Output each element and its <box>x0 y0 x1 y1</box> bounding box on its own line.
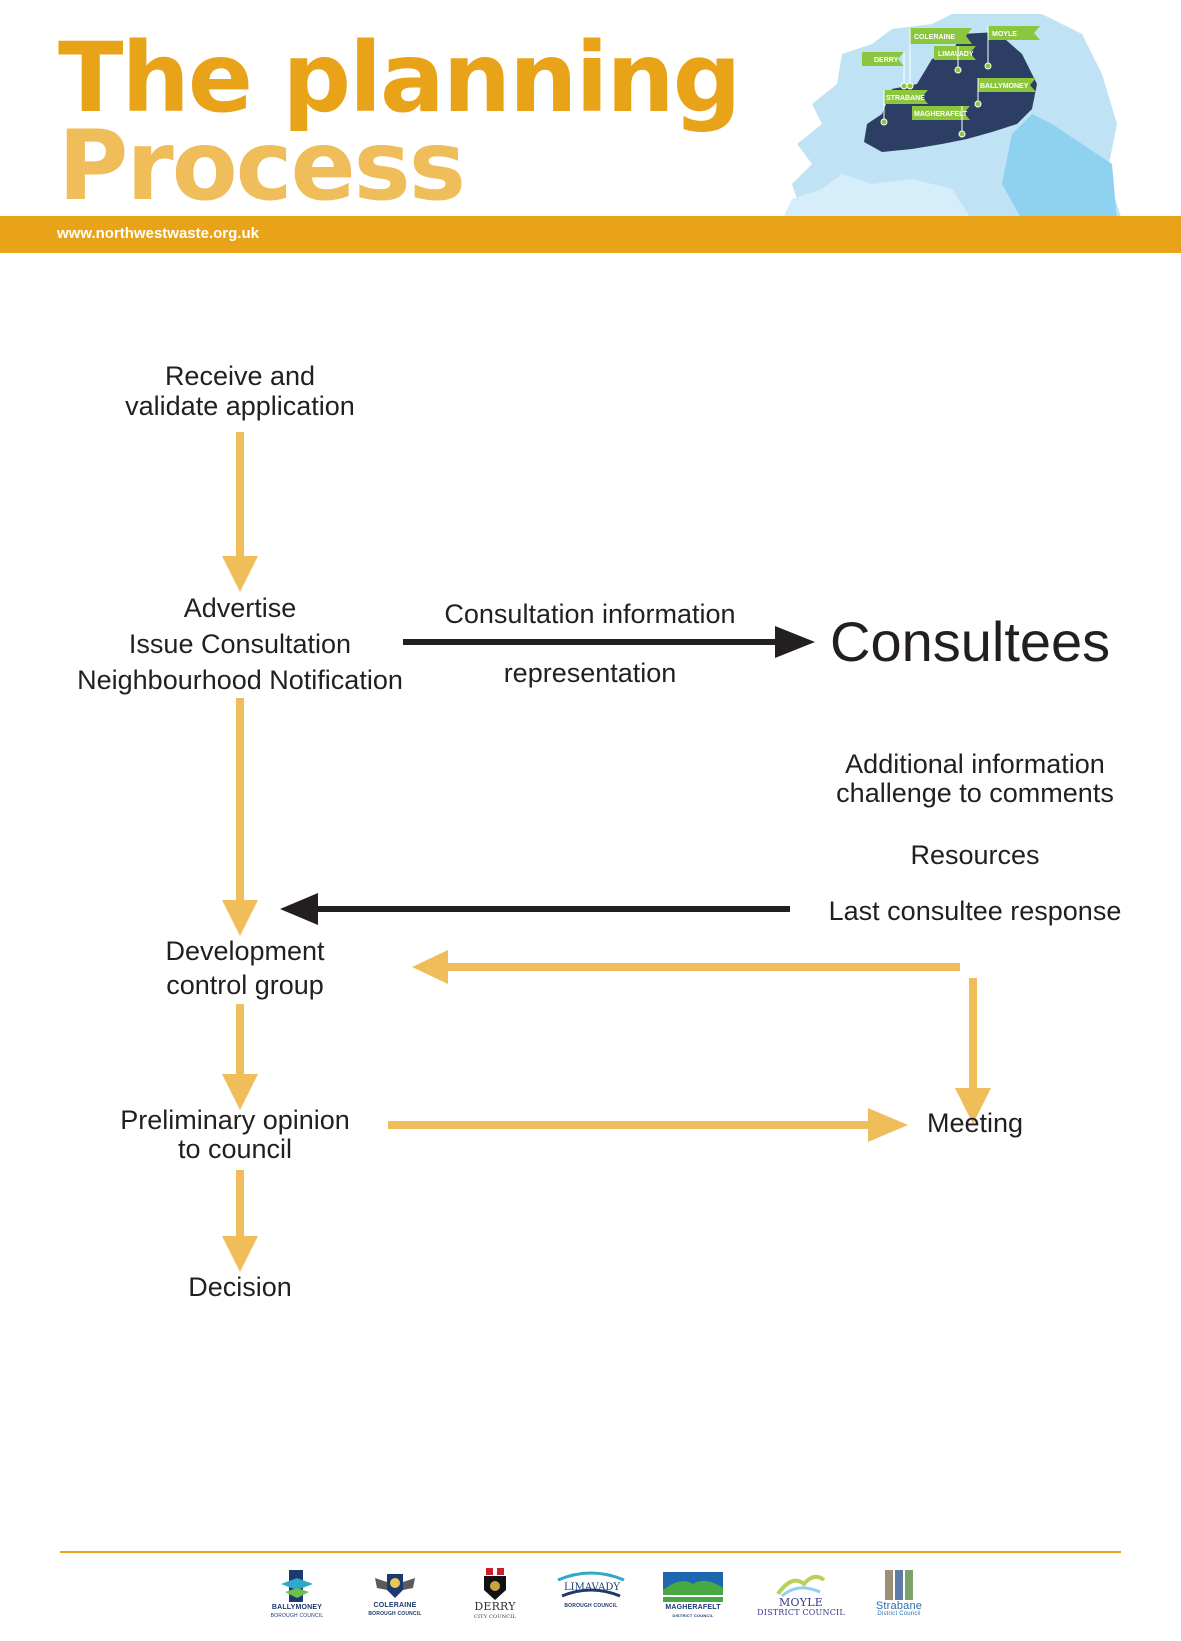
northwest-region-map: COLERAINE MOYLE DERRY LIMAVADY BALLYMONE… <box>782 14 1122 220</box>
node-additional-line-1: Additional information <box>845 749 1105 779</box>
node-additional-information: Additional information challenge to comm… <box>810 750 1140 808</box>
node-prelim-line-1: Preliminary opinion <box>120 1105 350 1135</box>
node-resources: Resources <box>910 840 1040 870</box>
node-consultees: Consultees <box>830 610 1111 673</box>
arrow-prelim-to-meeting <box>388 1108 908 1142</box>
arrow-receive-to-advertise <box>222 432 258 592</box>
map-label-moyle: MOYLE <box>992 31 1017 38</box>
header-banner: www.northwestwaste.org.uk <box>0 216 1181 253</box>
arrow-devgroup-to-prelim <box>222 1004 258 1110</box>
website-url[interactable]: www.northwestwaste.org.uk <box>57 225 259 242</box>
node-advertise-line-1: Advertise <box>183 593 297 623</box>
logo-strabane-name: Strabane <box>875 1600 923 1612</box>
arrow-advertise-to-devgroup <box>222 698 258 936</box>
node-preliminary-opinion: Preliminary opinion to council <box>85 1106 385 1164</box>
map-label-ballymoney: BALLYMONEY <box>980 83 1029 90</box>
logo-moyle: MOYLE DISTRICT COUNCIL <box>756 1568 846 1638</box>
logo-derry-sub: CITY COUNCIL <box>473 1614 517 1620</box>
arrow-prelim-to-decision <box>222 1170 258 1272</box>
logo-coleraine-sub: BOROUGH COUNCIL <box>368 1611 422 1617</box>
map-label-magherafelt: MAGHERAFELT <box>914 111 968 118</box>
logo-ballymoney-name: BALLYMONEY <box>271 1604 323 1611</box>
node-prelim-line-2: to council <box>177 1134 293 1164</box>
logo-moyle-sub: DISTRICT COUNCIL <box>757 1608 845 1617</box>
logo-derry-name: DERRY <box>474 1600 516 1613</box>
logo-moyle-name: MOYLE <box>779 1596 823 1609</box>
node-devgroup-line-2: control group <box>166 970 324 1000</box>
magherafelt-landscape-icon <box>663 1572 723 1602</box>
limavady-wave-icon: LIMAVADY <box>557 1571 625 1598</box>
node-last-consultee-response: Last consultee response <box>828 896 1122 926</box>
node-decision: Decision <box>188 1272 292 1302</box>
logo-limavady: LIMAVADY BOROUGH COUNCIL <box>546 1568 636 1638</box>
map-label-coleraine: COLERAINE <box>914 34 956 41</box>
node-meeting: Meeting <box>926 1108 1024 1138</box>
logo-strabane-sub: District Council <box>877 1611 921 1617</box>
node-advertise: Advertise Issue Consultation Neighbourho… <box>60 590 420 698</box>
arrow-response-to-devgroup <box>280 893 790 925</box>
node-development-control-group: Development control group <box>105 934 385 1002</box>
map-label-limavady: LIMAVADY <box>938 51 974 58</box>
moyle-hills-icon <box>776 1574 826 1598</box>
title-line-2: Process <box>58 110 466 222</box>
title-line-1: The planning <box>58 22 741 134</box>
arrow-meeting-to-devgroup <box>412 950 960 984</box>
arrow-advertise-to-consultees <box>403 626 815 658</box>
logo-limavady-sub: BOROUGH COUNCIL <box>564 1603 618 1609</box>
ballymoney-emblem-icon <box>281 1570 313 1602</box>
node-additional-line-2: challenge to comments <box>836 778 1114 808</box>
map-label-derry: DERRY <box>874 57 899 64</box>
node-devgroup-line-1: Development <box>165 936 325 966</box>
map-label-strabane: STRABANE <box>886 95 925 102</box>
logo-limavady-name: LIMAVADY <box>564 1582 620 1593</box>
logo-magherafelt: MAGHERAFELT DISTRICT COUNCIL <box>648 1568 738 1638</box>
logo-coleraine: COLERAINE BOROUGH COUNCIL <box>350 1568 440 1638</box>
footer-divider <box>60 1551 1121 1553</box>
logo-coleraine-name: COLERAINE <box>373 1602 417 1609</box>
logo-ballymoney: BALLYMONEY BOROUGH COUNCIL <box>252 1568 342 1638</box>
logo-magherafelt-name: MAGHERAFELT <box>665 1604 721 1611</box>
node-advertise-line-2: Issue Consultation <box>128 629 352 659</box>
logo-magherafelt-sub: DISTRICT COUNCIL <box>672 1613 714 1618</box>
logo-derry: DERRY CITY COUNCIL <box>450 1568 540 1638</box>
arrow-response-to-meeting <box>955 978 991 1124</box>
node-advertise-line-3: Neighbourhood Notification <box>77 665 403 695</box>
derry-crest-icon <box>484 1568 506 1600</box>
logo-strabane: Strabane District Council <box>854 1568 944 1638</box>
node-receive-line-2: validate application <box>125 391 355 421</box>
strabane-emblem-icon <box>885 1570 913 1600</box>
node-receive-line-1: Receive and <box>164 361 316 391</box>
node-receive-validate: Receive and validate application <box>90 361 390 421</box>
label-representation: representation <box>503 658 677 688</box>
coleraine-crest-icon <box>375 1574 415 1598</box>
label-consultation-information: Consultation information <box>444 599 736 629</box>
logo-ballymoney-sub: BOROUGH COUNCIL <box>270 1613 324 1619</box>
